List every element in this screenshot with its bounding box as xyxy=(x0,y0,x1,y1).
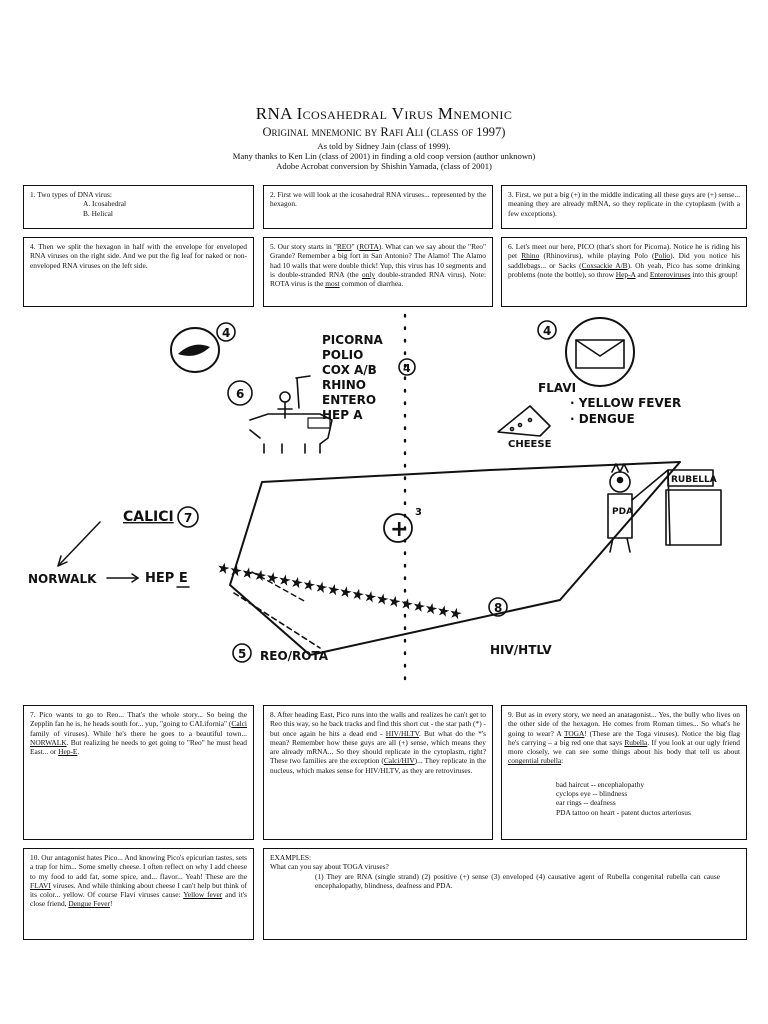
number-circle xyxy=(537,320,557,340)
rubella-sign: ear rings -- deafness xyxy=(556,798,616,808)
pico-rhino-figure: 6 xyxy=(227,375,333,454)
star-path: ★★★★★★★★★★★★★★★★★★★★ xyxy=(215,558,463,623)
box-1-dna-virus-types: 1. Two types of DNA virus: A. Icosahedra… xyxy=(23,185,254,229)
number-label: 6 xyxy=(236,387,244,401)
arrow-head xyxy=(57,555,68,567)
fig-leaf-circle xyxy=(170,327,220,373)
picorna-item: PICORNA xyxy=(322,333,384,347)
picorna-item: HEP A xyxy=(322,408,363,422)
box-10-text: 10. Our antagonist hates Pico... And kno… xyxy=(30,853,247,909)
dashed-path xyxy=(233,592,321,649)
box-1-text: 1. Two types of DNA virus: xyxy=(30,190,112,199)
calici-label: CALICI xyxy=(123,509,174,525)
arrow-line xyxy=(57,521,101,567)
number-circle xyxy=(216,322,236,342)
number-circle xyxy=(227,380,253,406)
number-label: 4 xyxy=(403,362,411,375)
picorna-item: RHINO xyxy=(322,378,366,392)
plus-sign: + xyxy=(390,517,408,542)
fig-leaf-icon xyxy=(178,344,210,356)
reo-rota-label: REO/ROTA xyxy=(260,649,329,663)
box-2-icosahedral: 2. First we will look at the icosahedral… xyxy=(263,185,493,229)
box-4-text: 4. Then we split the hexagon in half wit… xyxy=(30,242,247,270)
number-circle xyxy=(177,506,199,528)
number-circle xyxy=(398,358,416,376)
box-8-text: 8. After heading East, Pico runs into th… xyxy=(270,710,487,775)
box-2-text: 2. First we will look at the icosahedral… xyxy=(270,190,486,209)
box-6-pico: 6. Let's meet our here, PICO (that's sho… xyxy=(501,237,747,307)
number-label: 8 xyxy=(494,601,502,615)
number-label: 7 xyxy=(184,511,192,525)
box-5-reo: 5. Our story starts in "REO" (ROTA). Wha… xyxy=(263,237,493,307)
rubella-sign: cyclops eye -- blindness xyxy=(556,789,628,799)
box-5-text: 5. Our story starts in "REO" (ROTA). Wha… xyxy=(270,242,486,289)
envelope-icon xyxy=(575,339,625,369)
rubella-sign: bad haircut -- encephalopathy xyxy=(556,779,645,789)
box-3-plus-sense: 3. First, we put a big (+) in the middle… xyxy=(501,185,747,229)
box-7-calici: 7. Pico wants to go to Reo... That's the… xyxy=(23,705,254,840)
box-10-flavi: 10. Our antagonist hates Pico... And kno… xyxy=(23,848,254,940)
examples-heading: EXAMPLES: xyxy=(270,853,312,862)
number-circle xyxy=(232,643,252,663)
envelope-circle xyxy=(565,317,635,387)
flag-cloth xyxy=(665,489,722,546)
number-circle xyxy=(488,597,508,617)
picorna-item: ENTERO xyxy=(322,393,376,407)
rubella-sign: PDA tattoo on heart - patent ductos arte… xyxy=(556,807,691,817)
cheese-icon xyxy=(497,405,551,437)
hiv-htlv-label: HIV/HTLV xyxy=(490,643,552,657)
box-3-text: 3. First, we put a big (+) in the middle… xyxy=(508,190,740,218)
box-9-toga: 9. But as in every story, we need an ana… xyxy=(501,705,747,840)
box-7-text: 7. Pico wants to go to Reo... That's the… xyxy=(30,710,247,757)
rubella-flag xyxy=(667,469,714,487)
flavi-item: · DENGUE xyxy=(570,412,635,426)
page-subtitle: Original mnemonic by Rafi Ali (class of … xyxy=(262,125,506,139)
flavi-item: FLAVI xyxy=(538,381,576,395)
flavi-item: · YELLOW FEVER xyxy=(570,396,681,410)
number-label: 4 xyxy=(222,326,230,340)
plus-circle xyxy=(383,513,413,543)
picorna-item: COX A/B xyxy=(322,363,377,377)
examples-answer: (1) They are RNA (single strand) (2) pos… xyxy=(315,871,720,890)
box-4-envelope: 4. Then we split the hexagon in half wit… xyxy=(23,237,254,307)
box-9-text: 9. But as in every story, we need an ana… xyxy=(508,710,740,766)
picorna-item: POLIO xyxy=(322,348,363,362)
picorna-list: PICORNA POLIO COX A/B RHINO ENTERO HEP A xyxy=(322,333,384,422)
arrow-head xyxy=(131,573,139,583)
credit-line: As told by Sidney Jain (class of 1999). xyxy=(317,141,451,151)
norwalk-label: NORWALK xyxy=(28,572,97,586)
hexagon-diagram: ★★★★★★★★★★★★★★★★★★★★ 4 PICORNA POLIO COX… xyxy=(28,313,722,692)
credit-line: Adobe Acrobat conversion by Shishin Yama… xyxy=(276,161,492,172)
number-label: 5 xyxy=(238,647,246,661)
superscript-3: 3 xyxy=(415,507,422,518)
credit-line: Many thanks to Ken Lin (class of 2001) i… xyxy=(232,151,536,162)
box-1-item: A. Icosahedral xyxy=(83,199,127,209)
box-1-item: B. Helical xyxy=(83,208,113,218)
pda-label: PDA xyxy=(612,507,633,517)
credits: As told by Sidney Jain (class of 1999). … xyxy=(0,141,768,172)
number-label: 4 xyxy=(543,324,551,338)
examples-question: What can you say about TOGA viruses? xyxy=(270,862,389,872)
hexagon-outline xyxy=(229,461,681,656)
dashed-path xyxy=(251,571,307,603)
page-title: RNA Icosahedral Virus Mnemonic xyxy=(255,104,513,123)
hep-e-label: HEP E xyxy=(145,571,188,586)
box-8-hiv: 8. After heading East, Pico runs into th… xyxy=(263,705,493,840)
rubella-flag-label: RUBELLA xyxy=(671,475,717,485)
box-examples: EXAMPLES: What can you say about TOGA vi… xyxy=(263,848,747,940)
box-6-text: 6. Let's meet our here, PICO (that's sho… xyxy=(508,242,740,279)
cheese-label: CHEESE xyxy=(508,439,552,450)
